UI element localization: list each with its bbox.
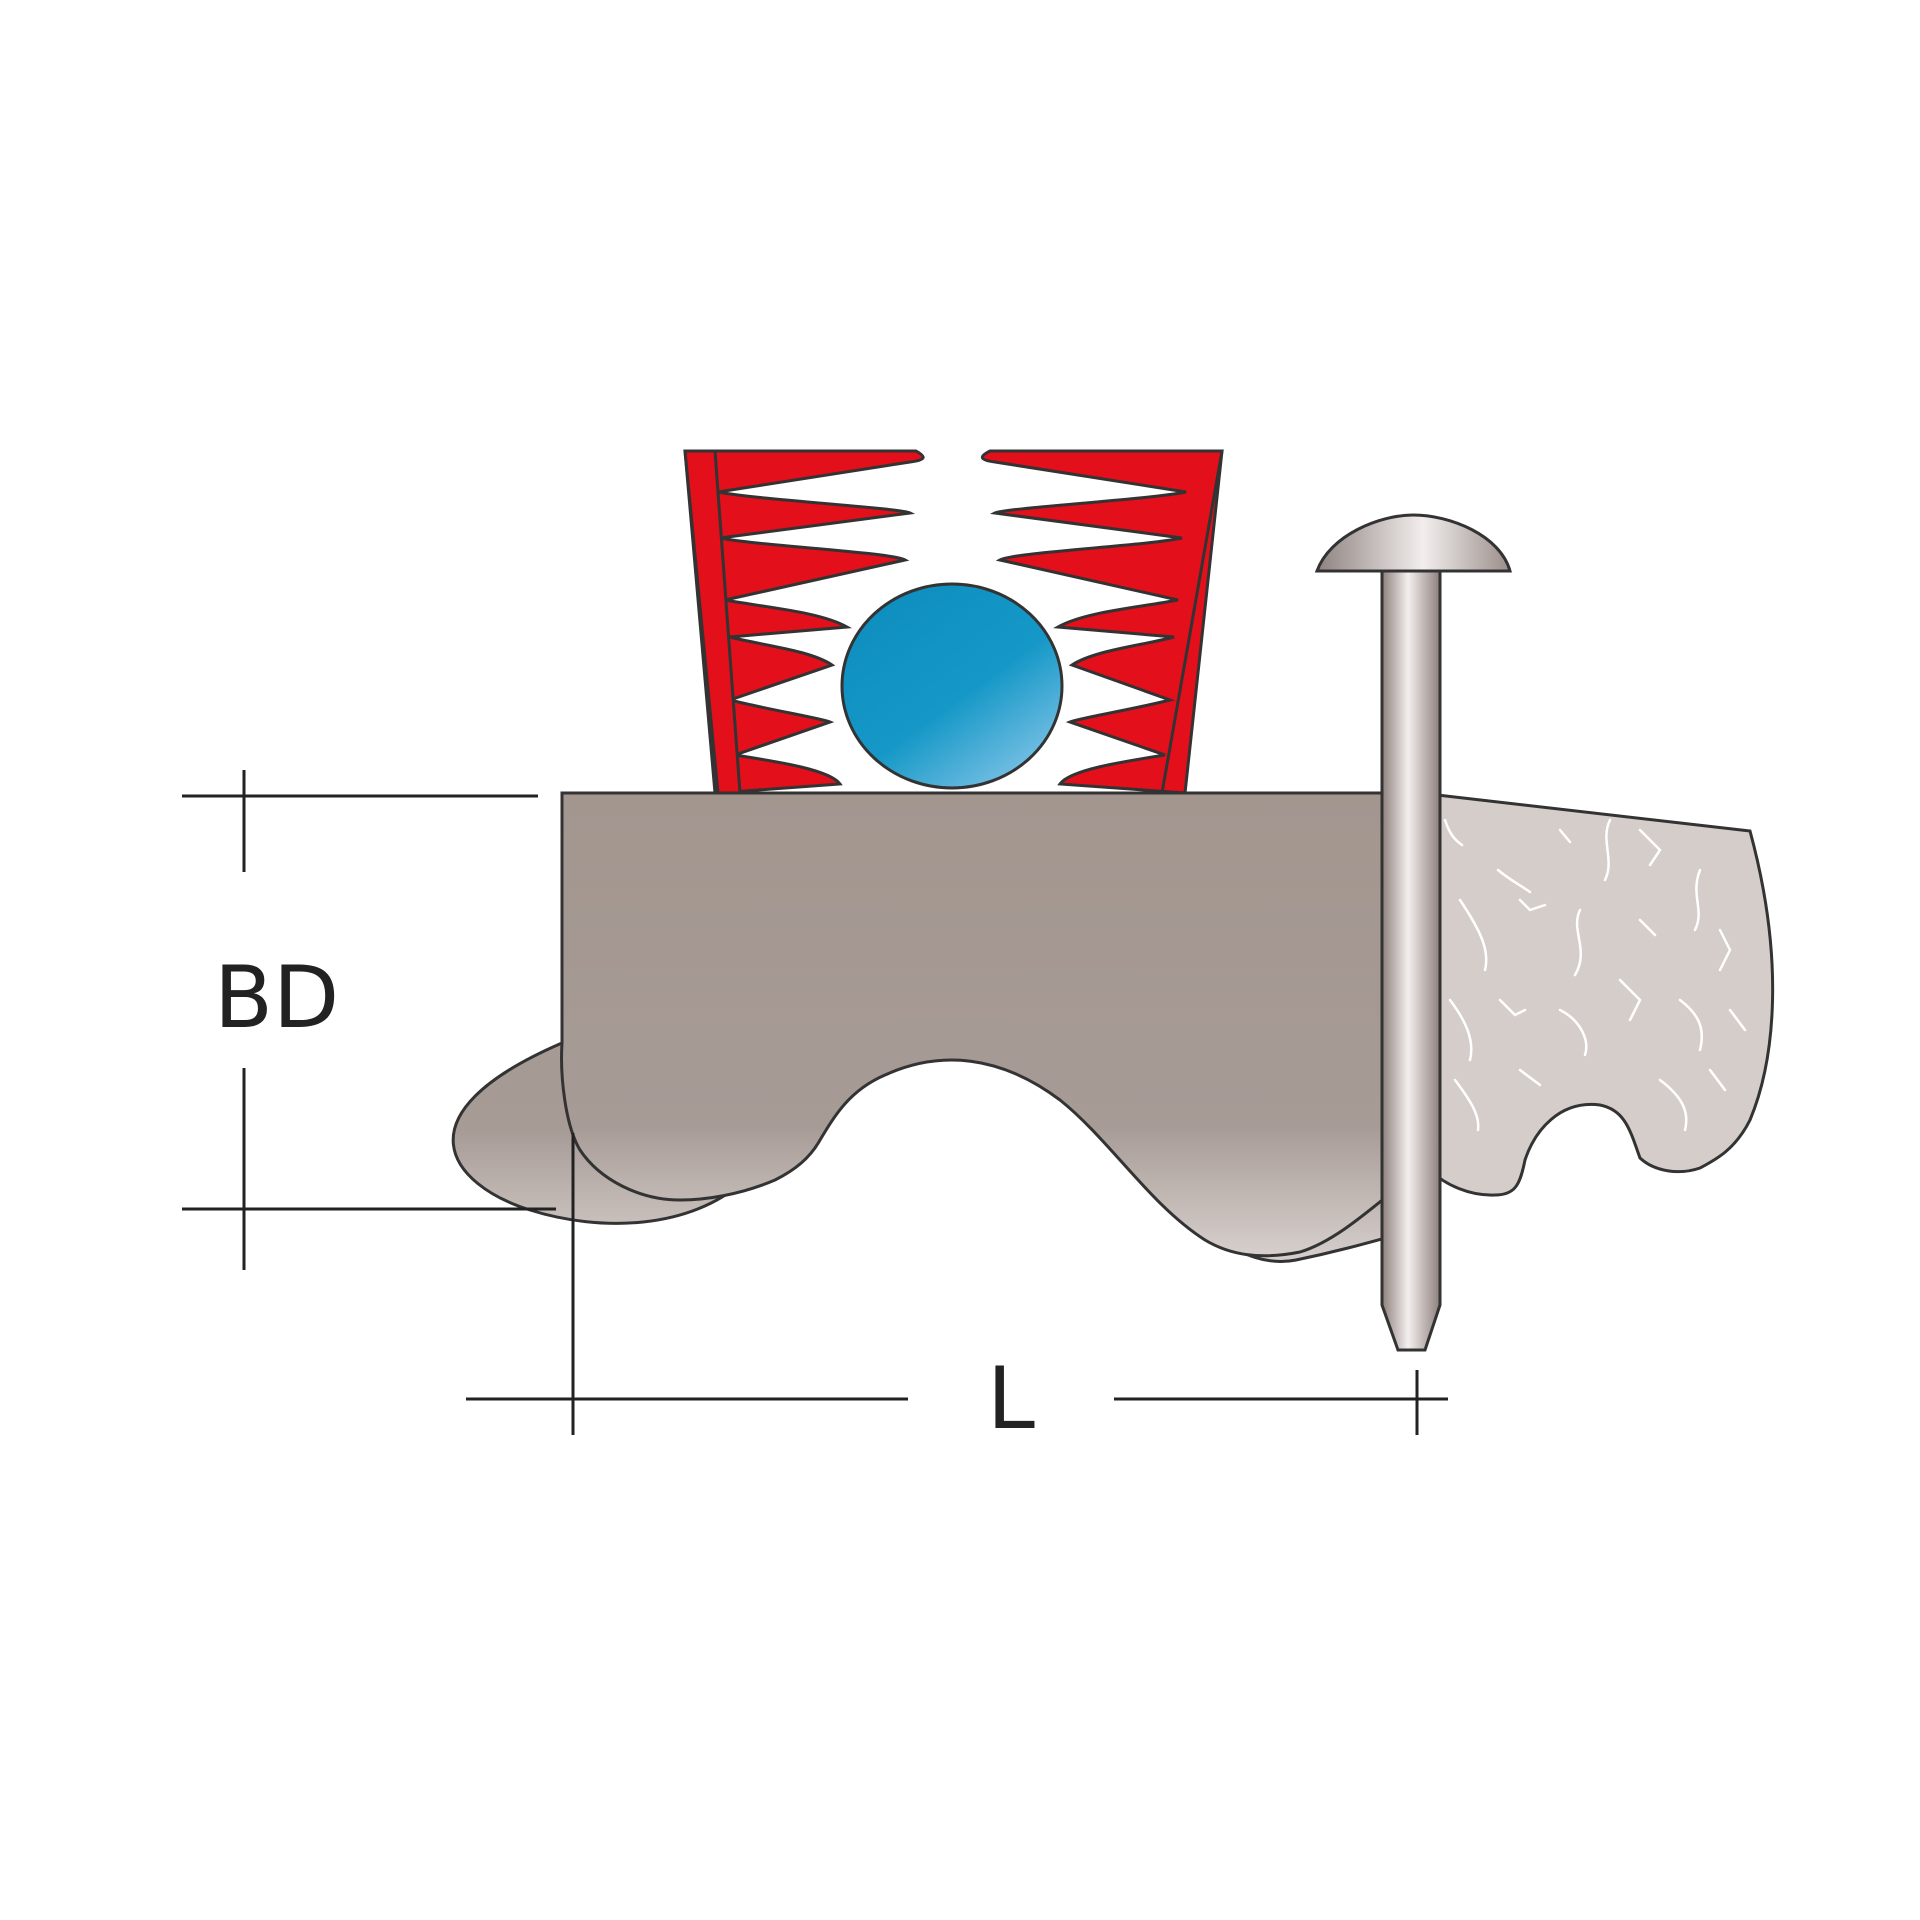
dimension-bd [182, 770, 556, 1270]
label-bd: BD [214, 948, 339, 1048]
label-l: L [987, 1349, 1035, 1449]
masonry-texture [1443, 818, 1747, 1132]
cable [840, 582, 1064, 790]
nail-shank [1380, 564, 1442, 1352]
clip-right-fins [980, 449, 1224, 795]
clip-body [683, 449, 925, 795]
masonry-section [1400, 791, 1775, 1197]
nail-head [1314, 513, 1512, 573]
base-block [560, 791, 1422, 1258]
dimension-l [466, 1133, 1448, 1435]
clip-left-wall [683, 449, 742, 795]
steel-nail [1314, 513, 1512, 1352]
